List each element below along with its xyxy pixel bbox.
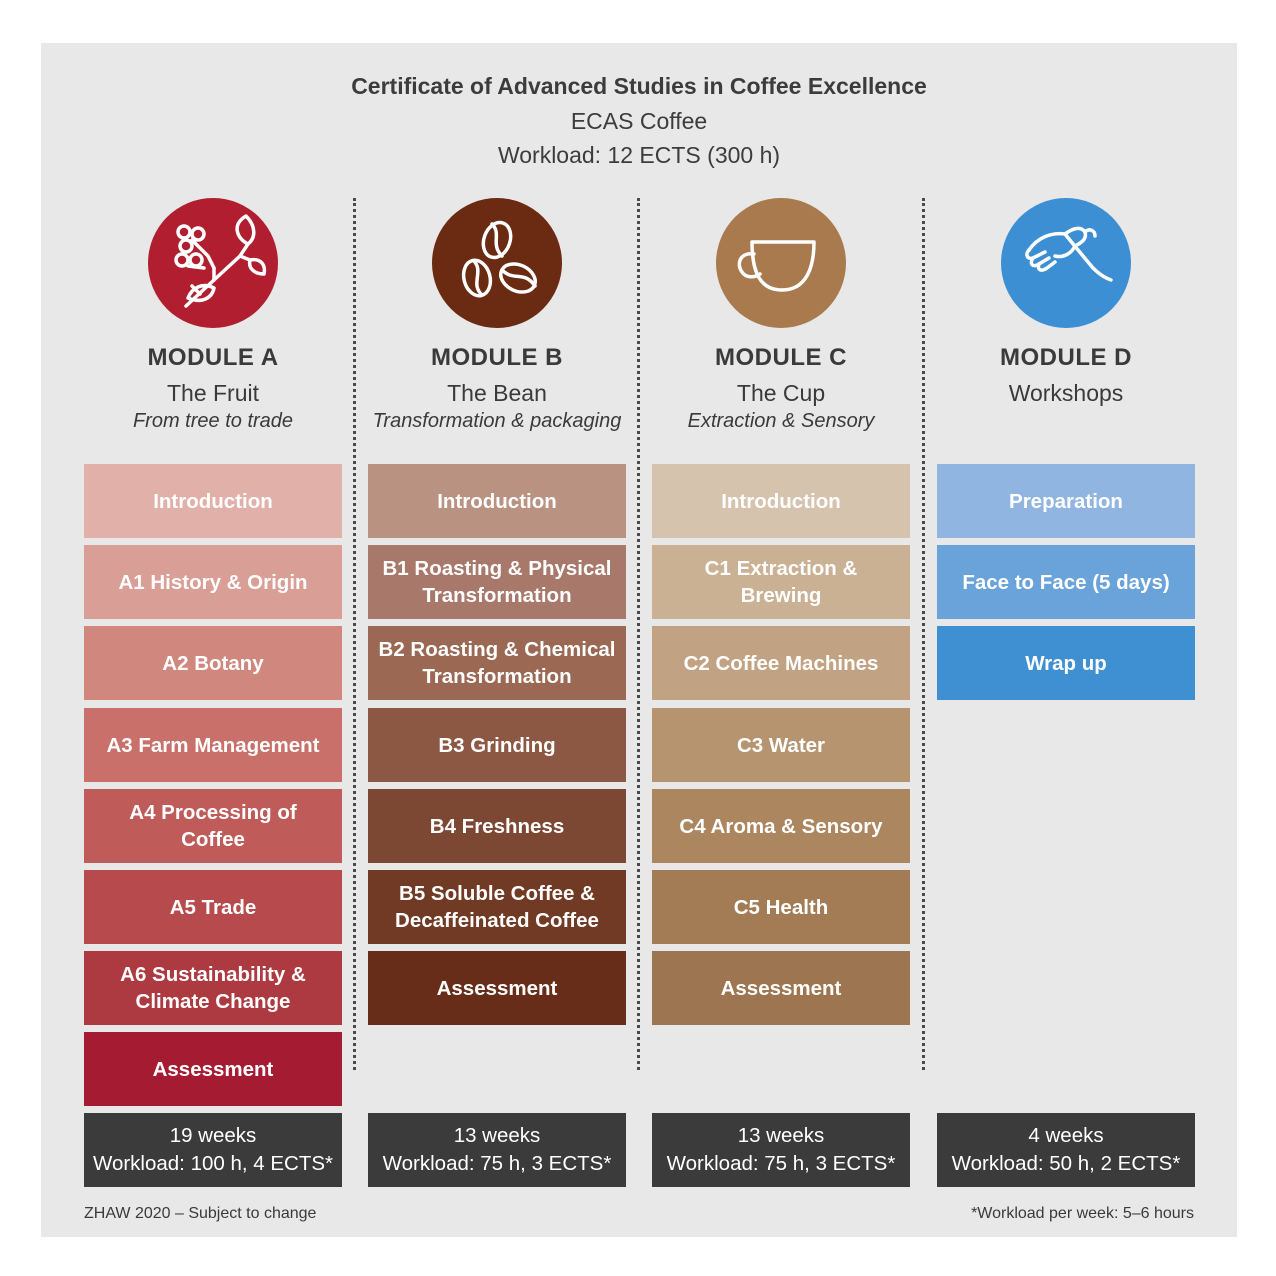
step-box: Wrap up xyxy=(937,626,1195,700)
step-box: Assessment xyxy=(368,951,626,1025)
step-box: B3 Grinding xyxy=(368,708,626,782)
module-duration: 4 weeks xyxy=(1028,1124,1104,1147)
step-box: C1 Extraction & Brewing xyxy=(652,545,910,619)
step-box: C2 Coffee Machines xyxy=(652,626,910,700)
module-c-summary: 13 weeks Workload: 75 h, 3 ECTS* xyxy=(652,1113,910,1187)
module-workload: Workload: 75 h, 3 ECTS* xyxy=(382,1152,612,1175)
workload-footnote: *Workload per week: 5–6 hours xyxy=(971,1205,1194,1222)
step-box: Introduction xyxy=(84,464,342,538)
module-b-name: The Bean xyxy=(447,380,547,406)
step-box: B1 Roasting & Physical Transformation xyxy=(368,545,626,619)
module-duration: 13 weeks xyxy=(453,1124,541,1147)
curriculum-panel: Certificate of Advanced Studies in Coffe… xyxy=(41,43,1237,1237)
module-a-tagline: From tree to trade xyxy=(132,410,294,432)
step-box: Assessment xyxy=(84,1032,342,1106)
module-workload: Workload: 50 h, 2 ECTS* xyxy=(951,1152,1181,1175)
step-box: A5 Trade xyxy=(84,870,342,944)
step-box: A2 Botany xyxy=(84,626,342,700)
module-b-summary: 13 weeks Workload: 75 h, 3 ECTS* xyxy=(368,1113,626,1187)
module-d-summary: 4 weeks Workload: 50 h, 2 ECTS* xyxy=(937,1113,1195,1187)
step-box: A6 Sustainability & Climate Change xyxy=(84,951,342,1025)
column-separator xyxy=(637,198,640,1070)
module-b-tagline: Transformation & packaging xyxy=(372,410,622,432)
page-subtitle: ECAS Coffee xyxy=(570,108,708,134)
module-a-summary: 19 weeks Workload: 100 h, 4 ECTS* xyxy=(84,1113,342,1187)
step-box: B5 Soluble Coffee & Decaffeinated Coffee xyxy=(368,870,626,944)
module-b-title: MODULE B xyxy=(431,344,563,371)
step-box: Introduction xyxy=(368,464,626,538)
module-c-tagline: Extraction & Sensory xyxy=(687,410,875,432)
page-title: Certificate of Advanced Studies in Coffe… xyxy=(351,73,927,99)
coffee-branch-icon xyxy=(148,198,278,328)
step-box: Introduction xyxy=(652,464,910,538)
module-a-title: MODULE A xyxy=(147,344,279,371)
step-box: C5 Health xyxy=(652,870,910,944)
step-box: B4 Freshness xyxy=(368,789,626,863)
coffee-beans-icon xyxy=(432,198,562,328)
step-box: A4 Processing of Coffee xyxy=(84,789,342,863)
module-duration: 13 weeks xyxy=(737,1124,825,1147)
step-box: Preparation xyxy=(937,464,1195,538)
module-c-name: The Cup xyxy=(736,380,826,406)
module-a-name: The Fruit xyxy=(166,380,260,406)
module-workload: Workload: 75 h, 3 ECTS* xyxy=(666,1152,896,1175)
module-d-title: MODULE D xyxy=(1000,344,1132,371)
step-box: C4 Aroma & Sensory xyxy=(652,789,910,863)
step-box: C3 Water xyxy=(652,708,910,782)
module-workload: Workload: 100 h, 4 ECTS* xyxy=(92,1152,334,1175)
column-separator xyxy=(353,198,356,1070)
module-c-title: MODULE C xyxy=(715,344,847,371)
total-workload: Workload: 12 ECTS (300 h) xyxy=(497,142,781,168)
module-d-name: Workshops xyxy=(1008,380,1124,406)
step-box: A1 History & Origin xyxy=(84,545,342,619)
step-box: B2 Roasting & Chemical Transformation xyxy=(368,626,626,700)
step-box: A3 Farm Management xyxy=(84,708,342,782)
module-duration: 19 weeks xyxy=(169,1124,257,1147)
column-separator xyxy=(922,198,925,1070)
copyright-note: ZHAW 2020 – Subject to change xyxy=(84,1205,317,1222)
coffee-cup-icon xyxy=(716,198,846,328)
step-box: Assessment xyxy=(652,951,910,1025)
step-box: Face to Face (5 days) xyxy=(937,545,1195,619)
hand-pinch-icon xyxy=(1001,198,1131,328)
